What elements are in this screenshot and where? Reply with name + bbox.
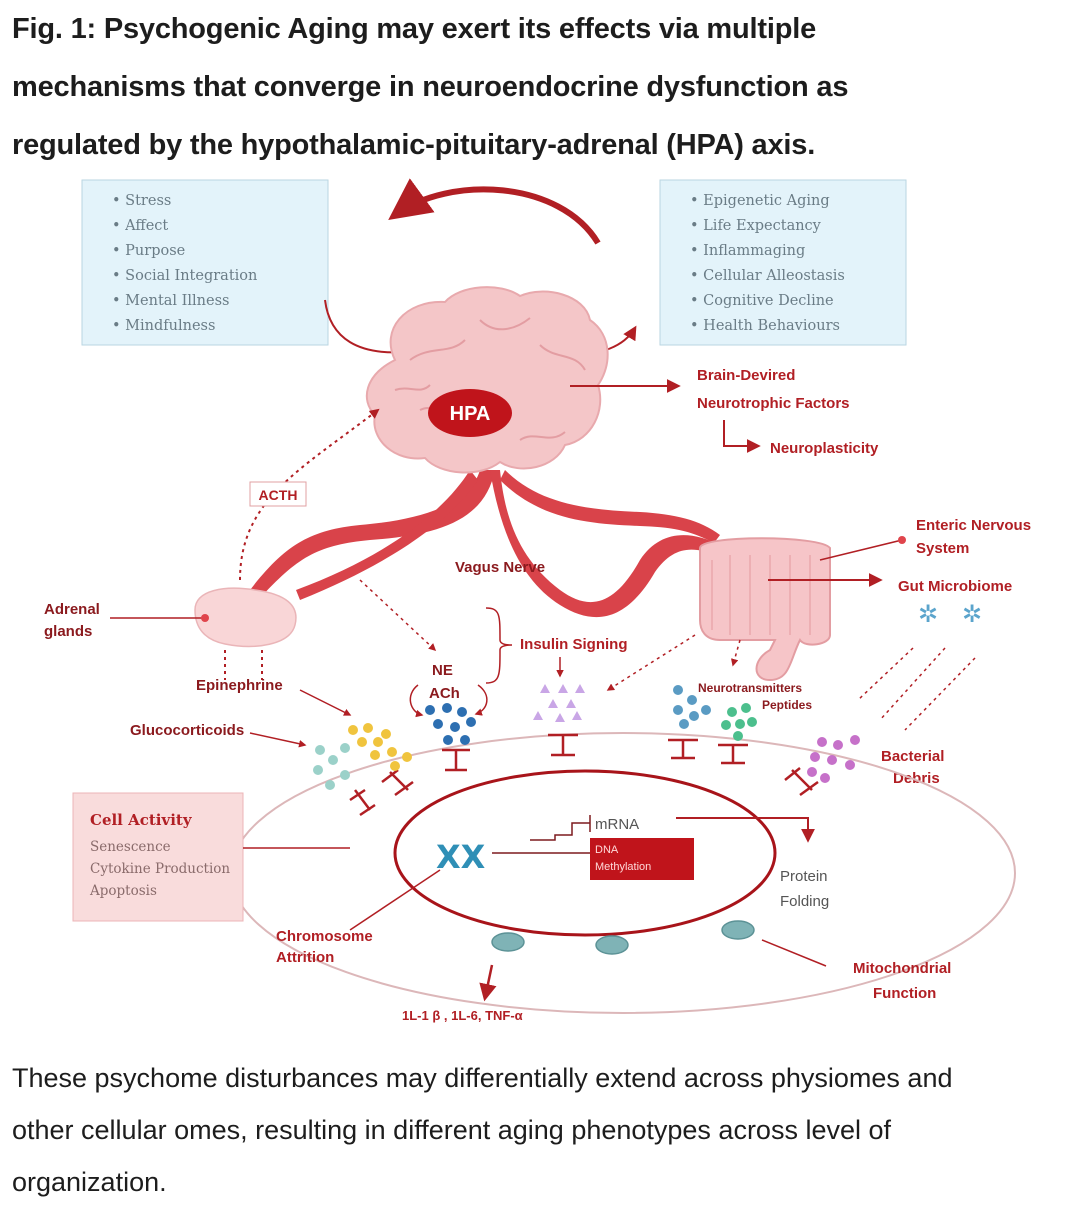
mitochondria-pointer bbox=[761, 939, 827, 967]
bacterial-dashed-lines bbox=[857, 647, 976, 731]
psychogenic-aging-diagram: • Stress • Affect • Purpose • Social Int… bbox=[44, 178, 1031, 1023]
neurotransmitter-molecules bbox=[673, 685, 711, 729]
vagus-nerve-label: Vagus Nerve bbox=[455, 559, 545, 576]
peptide-molecules bbox=[721, 703, 757, 741]
cell-activity-item: Apoptosis bbox=[89, 883, 157, 899]
neuroplasticity-arrow bbox=[723, 420, 761, 453]
caption-line-3: organization. bbox=[12, 1167, 167, 1197]
psychosocial-factor-item: • Mindfulness bbox=[112, 318, 215, 334]
adrenal-gland-icon bbox=[194, 587, 297, 648]
bacterial-debris-molecules bbox=[807, 735, 860, 783]
mrna-to-protein-arrow bbox=[676, 817, 815, 843]
figure-title-line-3: regulated by the hypothalamic-pituitary-… bbox=[12, 129, 816, 161]
aging-outcome-item: • Cellular Alleostasis bbox=[690, 268, 845, 284]
cell-activity-item: Senescence bbox=[90, 839, 171, 855]
enteric-label-line-1: Enteric Nervous bbox=[916, 517, 1031, 534]
mrna-label: mRNA bbox=[595, 816, 639, 833]
cell-activity-item: Cytokine Production bbox=[90, 861, 230, 877]
psychosocial-factors-box: • Stress • Affect • Purpose • Social Int… bbox=[81, 179, 329, 346]
dna-methylation-label-line-1: DNA bbox=[595, 844, 619, 856]
enteric-label-line-2: System bbox=[916, 540, 969, 557]
cell-activity-title: Cell Activity bbox=[90, 811, 193, 829]
aging-outcome-item: • Cognitive Decline bbox=[690, 293, 834, 309]
glucocorticoids-label: Glucocorticoids bbox=[130, 722, 244, 739]
neuroplasticity-label: Neuroplasticity bbox=[770, 440, 879, 457]
chromosome-attrition-label-line-2: Attrition bbox=[276, 949, 334, 966]
adrenal-label-line-1: Adrenal bbox=[44, 601, 100, 618]
caption-line-2: other cellular omes, resulting in differ… bbox=[12, 1115, 892, 1145]
gut-to-neuro-dotted bbox=[731, 639, 741, 667]
figure-caption: These psychome disturbances may differen… bbox=[12, 1052, 1062, 1208]
bacterial-debris-label-line-2: Debris bbox=[893, 770, 940, 787]
caption-line-1: These psychome disturbances may differen… bbox=[12, 1063, 953, 1093]
cytokines-label: 1L-1 β , 1L-6, TNF-α bbox=[402, 1008, 523, 1023]
psychosocial-factor-item: • Mental Illness bbox=[112, 293, 229, 309]
hpa-label: HPA bbox=[450, 403, 491, 425]
acth-label: ACTH bbox=[259, 487, 298, 503]
feedback-arrow bbox=[388, 178, 601, 245]
mitochondrial-function-label-line-1: Mitochondrial bbox=[853, 960, 951, 977]
cytokine-arrow bbox=[479, 964, 497, 1002]
mitochondria-icons bbox=[491, 920, 755, 955]
chromosome-icon: XX bbox=[436, 838, 486, 876]
mitochondrial-function-label-line-2: Function bbox=[873, 985, 936, 1002]
protein-folding-label-line-1: Protein bbox=[780, 868, 828, 885]
insulin-label: Insulin Signing bbox=[520, 636, 628, 653]
psychosocial-factor-item: • Stress bbox=[112, 193, 171, 209]
psychosocial-factor-item: • Purpose bbox=[112, 243, 185, 259]
figure-title: Fig. 1: Psychogenic Aging may exert its … bbox=[12, 0, 1062, 174]
protein-folding-label-line-2: Folding bbox=[780, 893, 829, 910]
neurotransmitters-label: Neurotransmitters bbox=[698, 681, 802, 695]
cell-activity-box: Cell Activity Senescence Cytokine Produc… bbox=[72, 792, 244, 922]
acth-box bbox=[249, 481, 307, 507]
psychosocial-factor-item: • Affect bbox=[112, 218, 168, 234]
gut-microbiome-label: Gut Microbiome bbox=[898, 578, 1012, 595]
vagus-to-ne-dotted bbox=[359, 579, 437, 652]
enteric-pointer bbox=[819, 539, 903, 561]
insulin-molecules bbox=[533, 684, 585, 722]
adrenal-label-line-2: glands bbox=[44, 623, 92, 640]
epinephrine-molecules bbox=[348, 723, 412, 771]
figure-title-line-2: mechanisms that converge in neuroendocri… bbox=[12, 71, 849, 103]
ach-label: ACh bbox=[429, 685, 460, 702]
aging-outcome-item: • Inflammaging bbox=[690, 243, 805, 259]
bdnf-label-line-2: Neurotrophic Factors bbox=[697, 395, 850, 412]
peptides-label: Peptides bbox=[762, 698, 812, 712]
vagus-nerve bbox=[250, 470, 720, 618]
aging-outcome-item: • Life Expectancy bbox=[690, 218, 822, 234]
bacterial-debris-label-line-1: Bacterial bbox=[881, 748, 944, 765]
gut-to-insulin-dotted bbox=[606, 634, 696, 691]
receptors bbox=[349, 733, 819, 817]
mrna-step-line bbox=[530, 822, 590, 841]
dna-methylation-label-line-2: Methylation bbox=[595, 861, 651, 873]
chromosome-attrition-label-line-1: Chromosome bbox=[276, 928, 373, 945]
psychosocial-factor-item: • Social Integration bbox=[112, 268, 257, 284]
glucocorticoid-molecules bbox=[313, 743, 350, 790]
aging-outcomes-box: • Epigenetic Aging • Life Expectancy • I… bbox=[659, 179, 907, 346]
microbe-icon: ✲ bbox=[962, 600, 982, 628]
figure-title-line-1: Fig. 1: Psychogenic Aging may exert its … bbox=[12, 13, 816, 45]
ne-ach-molecules bbox=[425, 703, 476, 745]
brain-icon bbox=[365, 286, 609, 474]
dna-methylation-box bbox=[590, 838, 694, 880]
epinephrine-label: Epinephrine bbox=[196, 677, 283, 694]
cell-nucleus bbox=[393, 769, 777, 937]
chromosome-pointer bbox=[349, 869, 441, 931]
microbe-icon: ✲ bbox=[918, 600, 938, 628]
insulin-bracket bbox=[485, 607, 513, 684]
aging-outcome-item: • Health Behaviours bbox=[690, 318, 840, 334]
bdnf-label-line-1: Brain-Devired bbox=[697, 367, 795, 384]
ne-label: NE bbox=[432, 662, 453, 679]
gut-icon bbox=[699, 537, 831, 682]
aging-outcome-item: • Epigenetic Aging bbox=[690, 193, 830, 209]
